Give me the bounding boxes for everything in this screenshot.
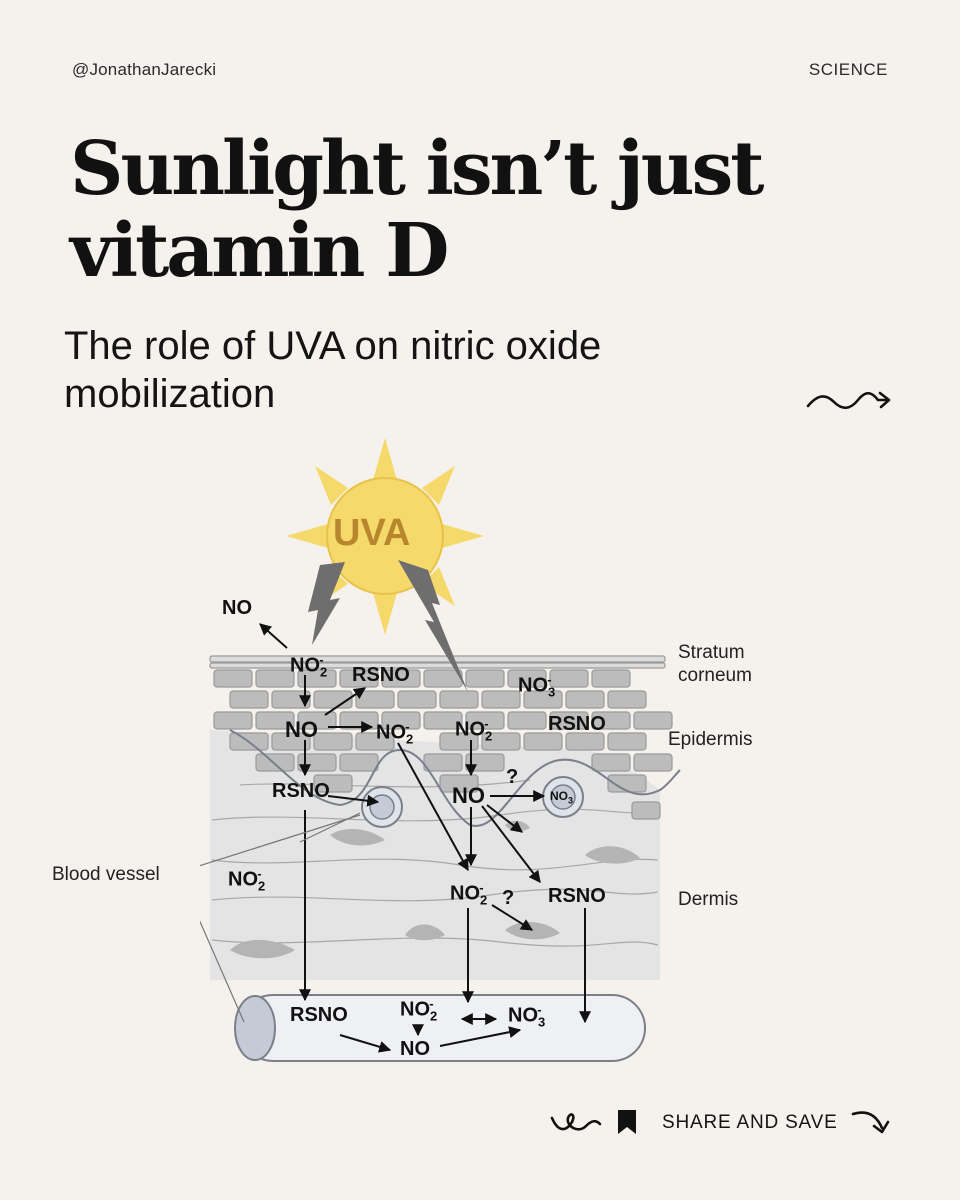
blood-vessel — [234, 994, 646, 1062]
rsno-label: RSNO — [548, 885, 606, 907]
charge: - — [484, 716, 489, 731]
question-mark: ? — [502, 887, 515, 909]
nitrate-label: NO3- — [508, 1002, 546, 1030]
no-text: NO — [222, 597, 252, 619]
nitrite-text: NO — [450, 882, 480, 905]
uva-lightning — [398, 560, 468, 692]
nitrate-text: NO — [508, 1004, 538, 1027]
blood-vessel-label: Blood vessel — [52, 864, 160, 885]
sun — [286, 438, 484, 635]
basement-membrane — [229, 729, 681, 827]
question-mark: ? — [506, 766, 519, 788]
charge: - — [405, 719, 410, 734]
uva-lightning — [308, 562, 345, 645]
nitrite-text: NO — [228, 868, 258, 891]
nitrate-text: NO — [550, 789, 568, 803]
subscript: 2 — [406, 731, 414, 747]
nitrite-text: NO — [290, 654, 320, 677]
subscript: 2 — [480, 892, 488, 908]
author-handle[interactable]: @JonathanJarecki — [72, 60, 217, 79]
charge: - — [257, 866, 262, 881]
no-label: NO — [400, 1038, 430, 1060]
page-title: Sunlight isn’t just vitamin D — [70, 126, 764, 294]
no-label: NO — [285, 717, 318, 742]
nitrite-label: NO2- — [450, 880, 488, 908]
nitrate-label: NO3- — [518, 672, 556, 700]
subscript: 3 — [538, 1014, 546, 1030]
subscript: 2 — [258, 878, 266, 894]
charge: - — [319, 652, 324, 667]
nitrite-label: NO2- — [228, 866, 266, 894]
subscript: 2 — [320, 664, 328, 680]
subscript: 3 — [568, 795, 574, 806]
capillary — [542, 776, 584, 818]
category-label: SCIENCE — [808, 60, 888, 79]
diagram-artwork — [200, 438, 681, 1062]
charge: - — [537, 1002, 542, 1017]
epidermis-label: Epidermis — [668, 729, 753, 750]
capillary — [361, 786, 403, 828]
charge: - — [429, 996, 434, 1011]
nitrite-label: NO2- — [400, 996, 438, 1024]
nitrite-text: NO — [455, 718, 485, 741]
squiggle-arrow-icon — [806, 391, 891, 410]
rsno-label: RSNO — [352, 664, 410, 686]
uva-label: UVA — [333, 512, 411, 554]
rsno-label: RSNO — [548, 713, 606, 735]
no-label: NO — [222, 597, 252, 620]
nitrate-label: NO3 — [550, 789, 573, 805]
curved-arrow-icon — [851, 1111, 890, 1134]
dermal-cell — [405, 924, 445, 941]
bookmark-icon[interactable] — [616, 1108, 638, 1136]
wave-icon — [550, 1113, 602, 1131]
nitrite-label: NO2- — [290, 652, 328, 680]
dermal-cell — [505, 922, 560, 940]
nitrite-text: NO — [376, 721, 406, 744]
nitrite-text: NO — [400, 998, 430, 1021]
dermal-cell — [330, 828, 385, 846]
subscript: 2 — [430, 1008, 438, 1024]
nitrate-text: NO — [518, 674, 548, 697]
nitrite-label: NO2- — [376, 719, 414, 747]
charge: - — [547, 672, 552, 687]
charge: - — [479, 880, 484, 895]
skin-no-diagram: UVA NO NO2- RSNO NO3- NO NO2- NO2- RSNO … — [200, 430, 780, 1070]
rsno-label: RSNO — [272, 780, 330, 802]
stratum-corneum-label: Stratum corneum — [678, 642, 752, 686]
dermal-cell — [230, 939, 295, 959]
page-subtitle: The role of UVA on nitric oxide mobiliza… — [64, 324, 602, 416]
dermal-cell — [585, 846, 640, 864]
subscript: 3 — [548, 684, 556, 700]
dermis-label: Dermis — [678, 889, 739, 910]
rsno-label: RSNO — [290, 1004, 348, 1026]
stratum-corneum — [209, 655, 666, 669]
no-label: NO — [452, 783, 485, 808]
share-and-save-label[interactable]: SHARE AND SAVE — [662, 1112, 838, 1133]
nitrite-label: NO2- — [455, 716, 493, 744]
subscript: 2 — [485, 728, 493, 744]
